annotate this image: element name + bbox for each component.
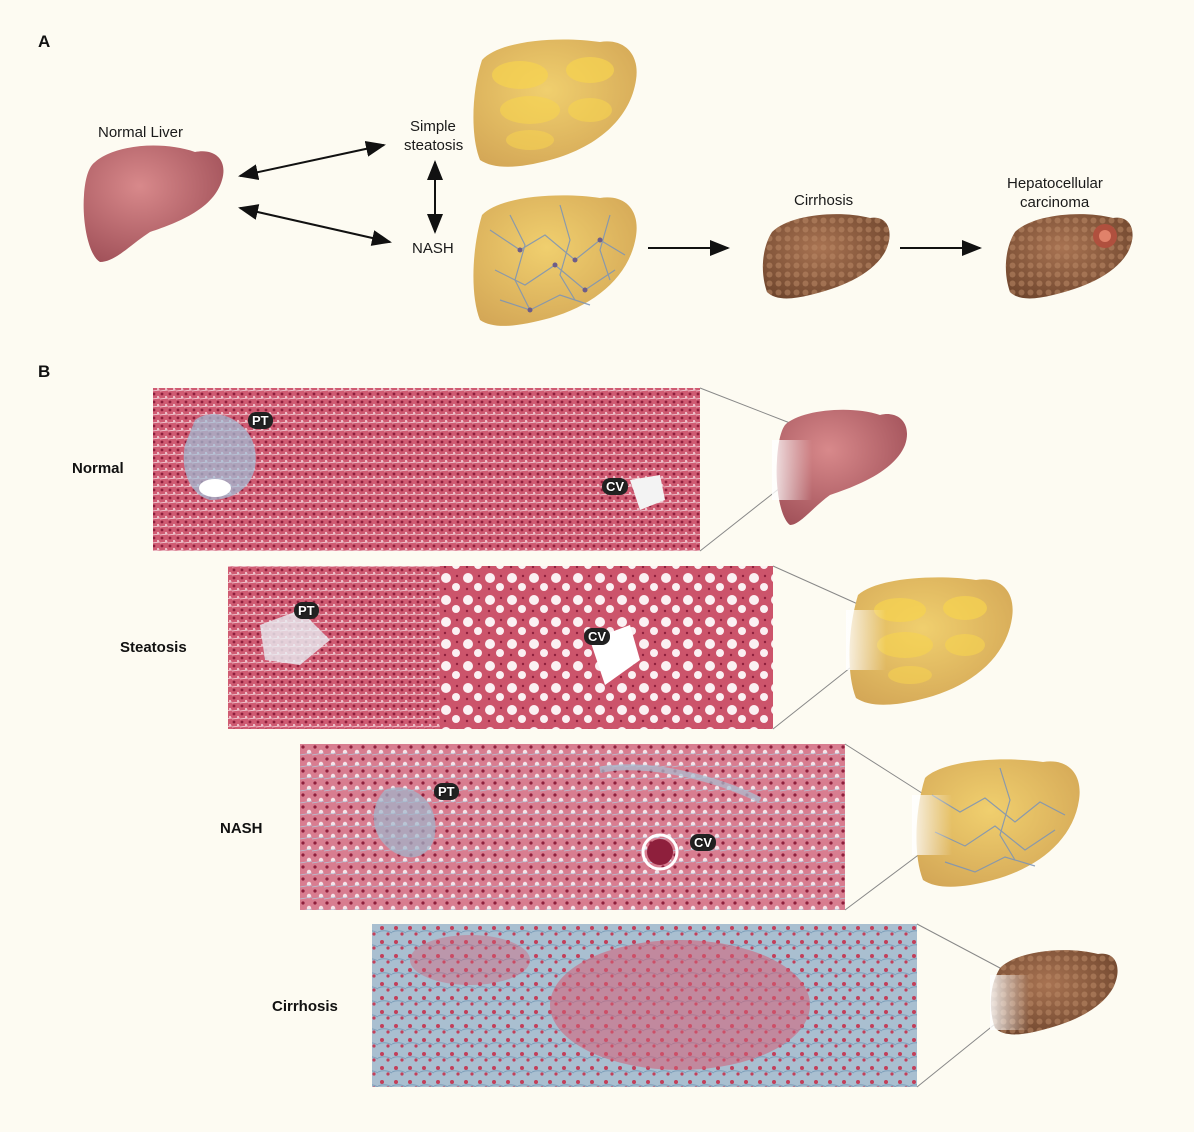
- steatosis-liver-shape: [473, 39, 637, 167]
- normal-liver-shape: [83, 145, 224, 262]
- row-label-nash: NASH: [220, 820, 263, 837]
- label-steatosis: steatosis: [404, 137, 464, 154]
- tag-normal-cv: CV: [602, 478, 629, 495]
- cirrhosis-liver-shape: [762, 214, 890, 299]
- tag-nash-pt: PT: [434, 783, 459, 800]
- label-simple: Simple: [410, 118, 456, 135]
- b-steatosis-liver: [846, 577, 1013, 705]
- tag-nash-cv: CV: [690, 834, 717, 851]
- hcc-liver-shape: [1005, 214, 1133, 299]
- row-label-steatosis: Steatosis: [120, 639, 187, 656]
- row-label-normal: Normal: [72, 460, 124, 477]
- label-hcc-line2: carcinoma: [1020, 194, 1090, 211]
- micrograph-normal: [153, 388, 700, 551]
- b-cirrhosis-liver: [990, 950, 1118, 1035]
- micrograph-nash: [300, 744, 845, 910]
- label-normal-liver: Normal Liver: [98, 124, 184, 141]
- row-label-cirrhosis: Cirrhosis: [272, 998, 338, 1015]
- arrow-normal-steatosis: [238, 140, 386, 181]
- tag-steatosis-cv: CV: [584, 628, 611, 645]
- micrograph-steatosis: [228, 566, 773, 729]
- micrograph-cirrhosis: [372, 924, 917, 1087]
- panel-b-letter: B: [38, 362, 51, 381]
- b-nash-liver: [912, 759, 1080, 887]
- arrow-normal-nash: [238, 204, 392, 246]
- tag-steatosis-pt: PT: [294, 602, 319, 619]
- label-cirrhosis: Cirrhosis: [794, 192, 854, 209]
- label-nash: NASH: [412, 240, 454, 257]
- label-hcc-line1: Hepatocellular: [1007, 175, 1103, 192]
- tag-normal-pt: PT: [248, 412, 273, 429]
- panel-a-letter: A: [38, 32, 51, 51]
- nash-liver-shape: [473, 195, 637, 326]
